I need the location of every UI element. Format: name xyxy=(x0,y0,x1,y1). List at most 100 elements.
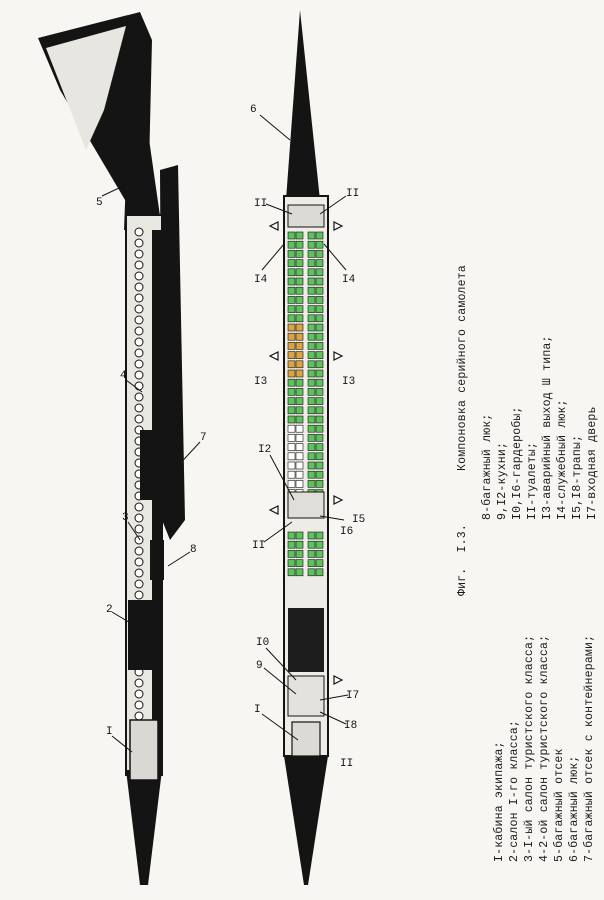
seat xyxy=(315,323,324,332)
seat xyxy=(295,443,304,451)
cockpit-side xyxy=(129,719,159,781)
seat xyxy=(307,259,316,267)
seat xyxy=(307,369,316,378)
seat xyxy=(307,305,316,313)
seat xyxy=(287,550,296,558)
callout-3: 3 xyxy=(122,512,129,524)
legend-right: 8-багажный люк;9,I2-кухни;I0,I6-гардероб… xyxy=(480,335,600,520)
seat xyxy=(307,332,316,341)
side-window xyxy=(134,370,144,380)
seat xyxy=(295,434,304,442)
seat xyxy=(287,434,296,442)
side-window xyxy=(134,227,144,237)
first-class-dark xyxy=(288,608,324,672)
tail-cone xyxy=(124,20,162,230)
galley-12 xyxy=(287,491,325,519)
plan-tail-cone xyxy=(286,10,320,200)
seat xyxy=(287,415,296,424)
side-window xyxy=(134,392,144,402)
seat xyxy=(315,540,324,549)
plan-callout-9: 9 xyxy=(256,660,263,672)
seat xyxy=(315,568,324,577)
seat xyxy=(287,397,296,405)
tail-fin-light xyxy=(46,26,126,150)
seat xyxy=(315,559,324,567)
seat xyxy=(295,332,304,341)
plan-view: 6 II II I4 I4 I3 I3 I2 II I6 I5 I0 9 I7 … xyxy=(250,10,365,885)
nose-side xyxy=(126,770,162,885)
figure-number: I.3. xyxy=(456,524,469,553)
seat xyxy=(307,461,316,470)
seat xyxy=(307,424,316,433)
side-window xyxy=(134,700,144,710)
seat xyxy=(287,323,296,332)
seat xyxy=(315,424,324,433)
legend-item: 6-багажный люк; xyxy=(568,755,581,862)
plan-callout-13-left: I3 xyxy=(254,376,267,388)
seat xyxy=(315,461,324,470)
seat xyxy=(295,250,304,258)
seat xyxy=(307,388,316,396)
seat xyxy=(315,360,324,369)
side-window xyxy=(134,711,144,721)
seat xyxy=(307,360,316,369)
seat xyxy=(295,360,304,369)
seat xyxy=(295,480,304,488)
plan-callout-10: I0 xyxy=(256,637,269,649)
seat xyxy=(295,323,304,332)
plan-callout-11-mid: II xyxy=(252,540,265,552)
legend-item: 7-багажный отсек с контейнерами; xyxy=(583,634,596,862)
seat xyxy=(315,480,324,488)
seat xyxy=(315,369,324,378)
seat xyxy=(315,296,324,304)
seat xyxy=(315,231,324,240)
plan-callout-18: I8 xyxy=(344,720,357,732)
plan-callout-14-left: I4 xyxy=(254,274,268,286)
side-window xyxy=(134,293,144,303)
seat xyxy=(287,568,296,577)
seat xyxy=(287,231,296,240)
side-window xyxy=(134,271,144,281)
side-window xyxy=(134,260,144,270)
seat xyxy=(315,259,324,267)
seat xyxy=(295,415,304,424)
plan-callout-16: I6 xyxy=(340,526,353,538)
seat xyxy=(315,434,324,442)
side-window xyxy=(134,568,144,578)
seat xyxy=(287,531,296,540)
seat xyxy=(307,286,316,295)
seat xyxy=(315,332,324,341)
seat xyxy=(307,314,316,323)
seat xyxy=(287,286,296,295)
seat xyxy=(307,397,316,405)
seat xyxy=(315,397,324,405)
rear-service-area xyxy=(287,204,325,228)
seat xyxy=(295,540,304,549)
seat xyxy=(287,369,296,378)
seat xyxy=(307,406,316,415)
seat xyxy=(287,314,296,323)
seat xyxy=(287,342,296,350)
seat xyxy=(307,231,316,240)
seat xyxy=(315,277,324,286)
side-window xyxy=(134,579,144,589)
legend-item: II-туалеты; xyxy=(526,441,539,520)
seat xyxy=(287,259,296,267)
callout-5: 5 xyxy=(96,197,103,209)
legend-item: I3-аварийный выход Ш типа; xyxy=(541,335,554,520)
callout-2: 2 xyxy=(106,604,113,616)
seat xyxy=(315,452,324,461)
callout-4: 4 xyxy=(120,370,127,382)
side-window xyxy=(134,414,144,424)
legend-item: I0,I6-гардеробы; xyxy=(511,406,524,520)
seat xyxy=(307,240,316,249)
callout-1: I xyxy=(106,726,113,738)
side-window xyxy=(134,513,144,523)
seat xyxy=(307,415,316,424)
legend-item: I-кабина экипажа; xyxy=(493,741,506,862)
seat xyxy=(287,268,296,277)
seat xyxy=(307,443,316,451)
seat xyxy=(287,351,296,359)
seat xyxy=(307,296,316,304)
figure-caption: Фиг. I.3. Компоновка серийного самолета xyxy=(456,265,469,596)
